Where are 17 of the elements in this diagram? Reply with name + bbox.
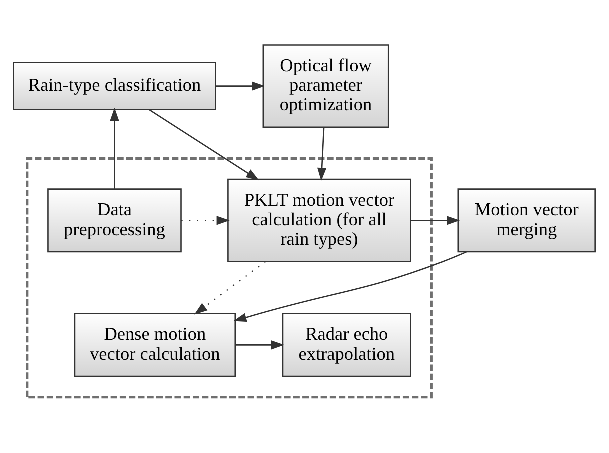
node-box: Rain-type classification: [13, 62, 216, 110]
arrow: [110, 108, 120, 189]
arrow: [194, 261, 266, 315]
arrow: [234, 251, 468, 322]
node-box: Data preprocessing: [48, 188, 182, 253]
arrow: [149, 109, 260, 181]
node-box: PKLT motion vector calculation (for all rain types): [228, 178, 412, 262]
cluster: [26, 157, 433, 399]
arrow: [216, 82, 266, 91]
node-box: Radar echo extrapolation: [282, 313, 412, 378]
arrow: [317, 127, 327, 182]
node-box: Optical flow parameter optimization: [262, 44, 390, 128]
arrow: [411, 216, 460, 226]
node-box: Motion vector merging: [458, 188, 596, 253]
arrow: [182, 216, 230, 226]
arrow: [236, 340, 285, 350]
node-box: Dense motion vector calculation: [74, 313, 236, 378]
